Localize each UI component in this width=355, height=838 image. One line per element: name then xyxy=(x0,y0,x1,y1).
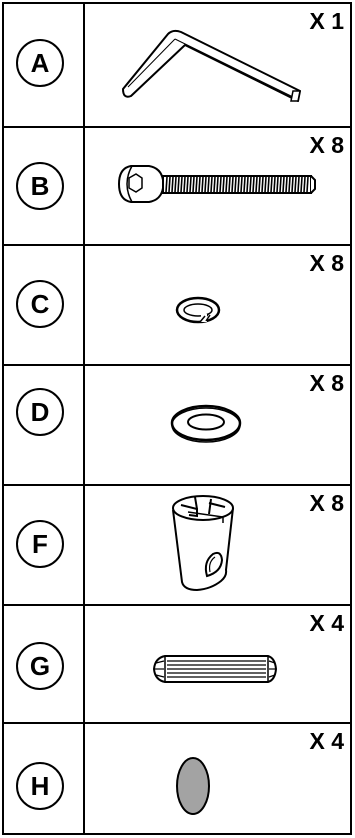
flat-washer-icon xyxy=(85,366,350,484)
part-row-h: H X 4 xyxy=(4,722,350,833)
part-row-f: F X 8 xyxy=(4,484,350,604)
lock-washer-icon xyxy=(85,246,350,364)
part-letter-h: H xyxy=(16,762,64,810)
part-label-cell: F xyxy=(4,486,85,604)
part-label-cell: H xyxy=(4,724,85,833)
bolt-icon xyxy=(85,128,350,244)
part-letter-a: A xyxy=(16,39,64,87)
part-row-c: C X 8 xyxy=(4,244,350,364)
part-label-cell: A xyxy=(4,4,85,126)
barrel-nut-icon xyxy=(85,486,350,604)
part-label-cell: G xyxy=(4,606,85,722)
part-label-cell: D xyxy=(4,366,85,484)
cap-cover-icon xyxy=(85,724,350,833)
part-row-a: A X 1 xyxy=(4,4,350,126)
part-letter-b: B xyxy=(16,162,64,210)
part-letter-g: G xyxy=(16,642,64,690)
part-row-d: D X 8 xyxy=(4,364,350,484)
wooden-dowel-icon xyxy=(85,606,350,722)
part-row-g: G X 4 xyxy=(4,604,350,722)
part-label-cell: B xyxy=(4,128,85,244)
part-letter-c: C xyxy=(16,280,64,328)
part-label-cell: C xyxy=(4,246,85,364)
part-letter-d: D xyxy=(16,388,64,436)
allen-key-icon xyxy=(85,4,350,126)
part-letter-f: F xyxy=(16,520,64,568)
part-row-b: B X 8 xyxy=(4,126,350,244)
